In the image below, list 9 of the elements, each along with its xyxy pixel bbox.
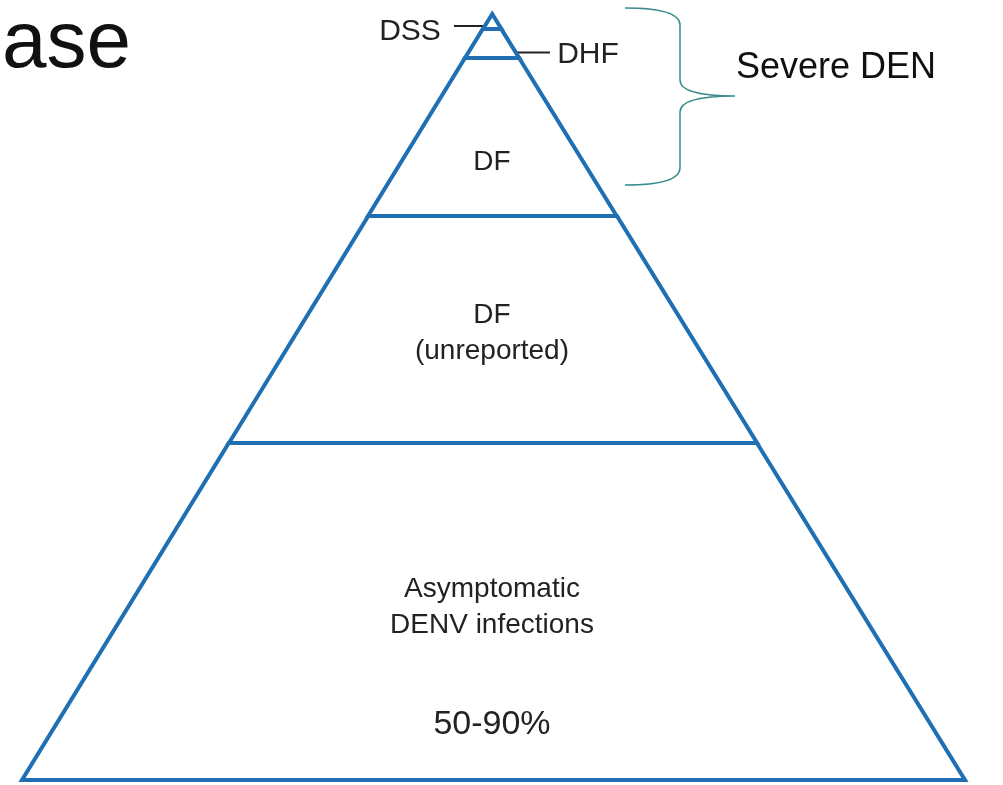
band-label: DHF: [552, 33, 624, 72]
percentage-label: 50-90%: [432, 702, 552, 743]
band-label: DF: [472, 144, 512, 178]
title-fragment: ase: [2, 0, 131, 80]
bracket-label: Severe DEN: [736, 48, 937, 84]
band-label: Asymptomatic DENV infections: [389, 571, 595, 642]
band-label: DSS: [368, 10, 452, 49]
leader-line: [453, 25, 485, 27]
band-label: DF (unreported): [413, 297, 571, 368]
